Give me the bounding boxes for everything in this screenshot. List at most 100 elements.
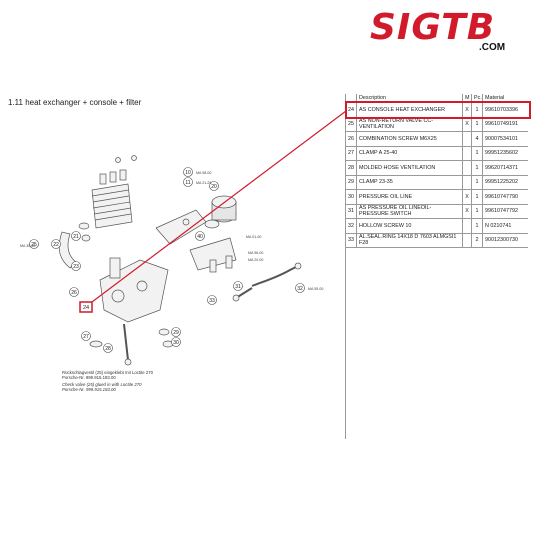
row-pc: 1 [471, 102, 483, 118]
table-row[interactable]: 33 AL.SEAL.RING 14X18 D 7603 ALMGSI1 F28… [345, 233, 528, 248]
brand-domain: .COM [479, 42, 506, 53]
table-row[interactable]: 26 COMBINATION SCREW M6X25 4 90007534101 [345, 131, 528, 147]
row-m [462, 160, 472, 176]
row-m: X [462, 117, 472, 132]
svg-text:30: 30 [173, 340, 179, 346]
svg-text:20: 20 [211, 184, 217, 190]
row-num: 32 [345, 218, 357, 234]
row-description: HOLLOW SCREW 10 [356, 218, 463, 234]
svg-text:21: 21 [73, 234, 79, 240]
callout-26: 26 [69, 287, 79, 297]
callout-30: 30 [171, 337, 181, 347]
row-num: 31 [345, 204, 357, 219]
ma-label-2: MA 21-25 [196, 181, 211, 185]
row-num: 29 [345, 175, 357, 190]
row-m: X [462, 189, 472, 205]
table-row[interactable]: 27 CLAMP A 25-40 1 99951235602 [345, 146, 528, 161]
svg-text:11: 11 [185, 180, 190, 186]
row-material: 99610747790 [482, 189, 528, 205]
table-left-rule [345, 94, 346, 439]
row-pc: 1 [471, 160, 483, 176]
row-description: AS PRESSURE OIL LINEOIL-PRESSURE SWITCH [356, 204, 463, 219]
row-pc: 1 [471, 146, 483, 161]
exploded-parts-diagram: 10 11 20 21 22 23 25 26 27 28 29 30 31 3… [20, 155, 323, 366]
note-en-1: Check valve (25) glued in with Loctite 2… [62, 382, 142, 387]
row-description: CLAMP 23-35 [356, 175, 463, 190]
ma-label-7: MA 55-00 [308, 287, 323, 291]
ma-label-4: MA 96-00 [248, 251, 263, 255]
row-m [462, 131, 472, 147]
svg-text:10: 10 [185, 170, 191, 176]
ma-label-6: MA 01-00 [246, 235, 261, 239]
callout-31: 31 [233, 281, 243, 291]
row-description: COMBINATION SCREW M6X25 [356, 131, 463, 147]
highlight-row-box [345, 101, 531, 119]
callout-10: 10 [183, 167, 193, 177]
heat-exchanger-drawing [91, 155, 137, 229]
svg-text:22: 22 [53, 242, 59, 248]
svg-text:40: 40 [197, 234, 203, 240]
row-num: 33 [345, 233, 357, 248]
row-description: MOLDED HOSE VENTILATION [356, 160, 463, 176]
svg-text:25: 25 [31, 242, 37, 248]
note-en-2: Porsche-Nr. 999.915.183.00 [62, 387, 116, 392]
table-row[interactable]: 32 HOLLOW SCREW 10 1 N 0210741 [345, 218, 528, 234]
row-material: 99610749191 [482, 117, 528, 132]
svg-text:33: 33 [209, 298, 215, 304]
row-pc: 1 [471, 218, 483, 234]
row-material: 90007534101 [482, 131, 528, 147]
table-row[interactable]: 24 AS CONSOLE HEAT EXCHANGER X 1 9961070… [345, 102, 528, 118]
callout-27: 27 [81, 331, 91, 341]
row-material: 99610747792 [482, 204, 528, 219]
callout-22: 22 [51, 239, 61, 249]
table-row[interactable]: 30 PRESSURE OIL LINE X 1 99610747790 [345, 189, 528, 205]
callout-33: 33 [207, 295, 217, 305]
row-material: N 0210741 [482, 218, 528, 234]
row-pc: 1 [471, 204, 483, 219]
row-description: AS CONSOLE HEAT EXCHANGER [356, 102, 463, 118]
callout-23: 23 [71, 261, 81, 271]
svg-text:28: 28 [105, 346, 111, 352]
ma-label-3: MA 35-55 [20, 244, 35, 248]
callout-25: 25 [29, 239, 39, 249]
svg-text:31: 31 [235, 284, 241, 290]
svg-text:26: 26 [71, 290, 77, 296]
callout-21: 21 [71, 231, 81, 241]
section-title: 1.11 heat exchanger + console + filter [8, 98, 142, 107]
row-num: 27 [345, 146, 357, 161]
callout-40: 40 [195, 231, 205, 241]
oil-filter-drawing [204, 195, 237, 229]
row-m [462, 233, 472, 248]
row-description: PRESSURE OIL LINE [356, 189, 463, 205]
table-row[interactable]: 29 CLAMP 23-35 1 99951225202 [345, 175, 528, 190]
row-pc: 1 [471, 175, 483, 190]
row-material: 99951235602 [482, 146, 528, 161]
table-row[interactable]: 28 MOLDED HOSE VENTILATION 1 99620714371 [345, 160, 528, 176]
row-num: 30 [345, 189, 357, 205]
ma-label-1: MA 98-00 [196, 171, 211, 175]
svg-text:24: 24 [83, 305, 89, 311]
row-description: CLAMP A 25-40 [356, 146, 463, 161]
svg-text:32: 32 [297, 286, 303, 292]
row-m [462, 218, 472, 234]
row-pc: 1 [471, 189, 483, 205]
svg-text:29: 29 [173, 330, 179, 336]
row-m: X [462, 204, 472, 219]
row-pc: 4 [471, 131, 483, 147]
row-material: 90012300730 [482, 233, 528, 248]
table-row[interactable]: 31 AS PRESSURE OIL LINEOIL-PRESSURE SWIT… [345, 204, 528, 219]
brand-logo[interactable]: SIGTB [370, 7, 496, 48]
row-description: AS NON-RETURN VALVE CC-VENTILATION [356, 117, 463, 132]
row-m [462, 175, 472, 190]
row-num: 28 [345, 160, 357, 176]
row-description: AL.SEAL.RING 14X18 D 7603 ALMGSI1 F28 [356, 233, 463, 248]
table-row[interactable]: 25 AS NON-RETURN VALVE CC-VENTILATION X … [345, 117, 528, 132]
row-material: 99951225202 [482, 175, 528, 190]
note-de-2: Porsche-Nr. 999.915.183.00 [62, 375, 116, 380]
row-material: 99610703396 [482, 102, 528, 118]
callout-28: 28 [103, 343, 113, 353]
callout-24-highlight: 24 [79, 301, 93, 313]
callout-32: 32 [295, 283, 305, 293]
parts-table: Description M Pc. Material 24 AS CONSOLE… [345, 94, 528, 248]
note-de-1: Rückschlagventil (25) eingeklebt mit Loc… [62, 370, 153, 375]
